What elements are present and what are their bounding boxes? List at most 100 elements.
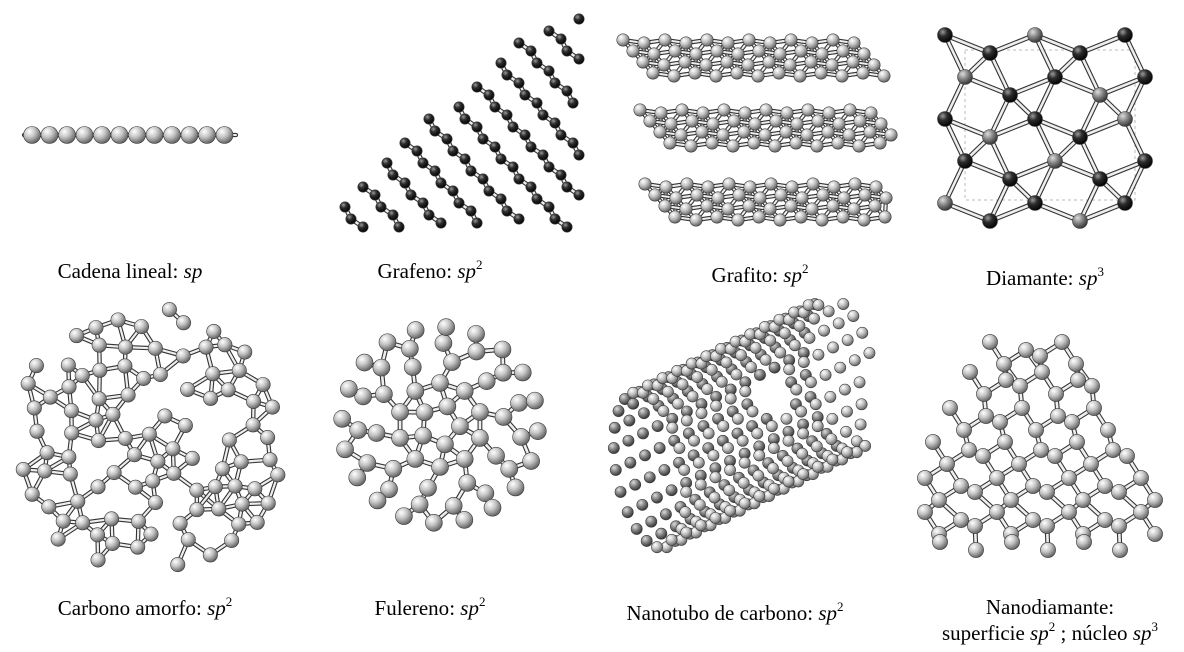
carbon-atom (25, 487, 39, 501)
carbon-atom (340, 202, 350, 212)
carbon-atom (90, 528, 104, 542)
carbon-atom (75, 516, 89, 530)
carbon-atom (438, 319, 455, 336)
carbon-atom (738, 477, 749, 488)
carbon-atom (656, 528, 667, 539)
carbon-atom (610, 464, 621, 475)
carbon-atom (765, 178, 777, 190)
carbon-atom (1028, 28, 1043, 43)
carbon-atom (878, 70, 890, 82)
carbon-atom (216, 127, 233, 144)
carbon-atom (1003, 492, 1018, 507)
carbon-atom (526, 182, 536, 192)
carbon-atom (731, 369, 742, 380)
carbon-atom (662, 386, 673, 397)
carbon-atom (1028, 196, 1043, 211)
carbon-atom (228, 479, 242, 493)
carbon-atom (89, 320, 103, 334)
caption-graphite-name: Grafito (712, 263, 773, 287)
carbon-atom (550, 214, 560, 224)
carbon-atom (181, 532, 195, 546)
carbon-atom (520, 90, 530, 100)
carbon-atom (69, 328, 83, 342)
carbon-atom (436, 178, 446, 188)
carbon-atom (722, 442, 733, 453)
carbon-atom (917, 470, 932, 485)
carbon-atom (1073, 46, 1088, 61)
carbon-atom (849, 178, 861, 190)
carbon-atom (767, 463, 778, 474)
carbon-atom (786, 181, 798, 193)
carbon-atom (669, 45, 681, 57)
carbon-atom (385, 460, 402, 477)
carbon-atom (827, 34, 839, 46)
carbon-atom (514, 174, 524, 184)
carbon-atom (983, 214, 998, 229)
carbon-atom (1048, 386, 1063, 401)
carbon-atom (754, 490, 765, 501)
carbon-atom (696, 126, 708, 138)
carbon-atom (764, 203, 776, 215)
carbon-atom (931, 492, 946, 507)
carbon-atom (496, 154, 506, 164)
amorphous-carbon-panel (10, 290, 285, 575)
carbon-atom (722, 203, 734, 215)
carbon-atom (724, 485, 735, 496)
carbon-atom (753, 470, 764, 481)
caption-diamond-name: Diamante (986, 266, 1068, 290)
carbon-atom (826, 59, 838, 71)
carbon-atom (1138, 154, 1153, 169)
carbon-atom (190, 483, 204, 497)
carbon-atom (206, 367, 220, 381)
carbon-atom (625, 457, 636, 468)
caption-nanotube-name: Nanotubo de carbono (626, 601, 807, 625)
caption-linear-chain: Cadena lineal: sp (20, 258, 240, 284)
carbon-atom (825, 391, 836, 402)
carbon-atom (968, 542, 983, 557)
carbon-atom (148, 341, 162, 355)
carbon-atom (203, 391, 217, 405)
carbon-atom (1040, 542, 1055, 557)
carbon-atom (796, 406, 807, 417)
carbon-atom (131, 540, 145, 554)
carbon-atom (484, 90, 494, 100)
carbon-atom (647, 67, 659, 79)
carbon-atom (508, 162, 518, 172)
carbon-atom (823, 306, 834, 317)
carbon-atom (513, 428, 530, 445)
carbon-atom (774, 48, 786, 60)
carbon-atom (199, 127, 216, 144)
carbon-atom (388, 210, 398, 220)
carbon-atom (1073, 130, 1088, 145)
carbon-atom (801, 129, 813, 141)
carbon-atom (660, 509, 671, 520)
carbon-atom (346, 214, 356, 224)
carbon-atom (495, 408, 512, 425)
carbon-atom (785, 200, 797, 212)
carbon-atom (424, 114, 434, 124)
carbon-atom (62, 380, 76, 394)
carbon-atom (854, 377, 865, 388)
carbon-atom (812, 461, 823, 472)
carbon-atom (613, 405, 624, 416)
caption-diamond-hybrid: sp (1079, 266, 1098, 290)
carbon-atom (407, 383, 424, 400)
carbon-atom (439, 398, 456, 415)
carbon-atom (448, 186, 458, 196)
carbon-atom (478, 174, 488, 184)
carbon-atom (781, 413, 792, 424)
carbon-atom (1147, 492, 1162, 507)
carbon-atom (261, 496, 275, 510)
carbon-atom (248, 482, 262, 496)
carbon-atom (733, 189, 745, 201)
carbon-atom (676, 104, 688, 116)
carbon-atom (665, 118, 677, 130)
caption-graphene: Grafeno: sp2 (320, 258, 540, 284)
carbon-atom (375, 386, 392, 403)
carbon-atom (710, 70, 722, 82)
carbon-atom (721, 357, 732, 368)
carbon-atom (185, 451, 199, 465)
caption-nanotube-exp: 2 (837, 599, 844, 614)
carbon-atom (178, 418, 192, 432)
caption-amorphous-carbon-hybrid: sp (207, 596, 226, 620)
